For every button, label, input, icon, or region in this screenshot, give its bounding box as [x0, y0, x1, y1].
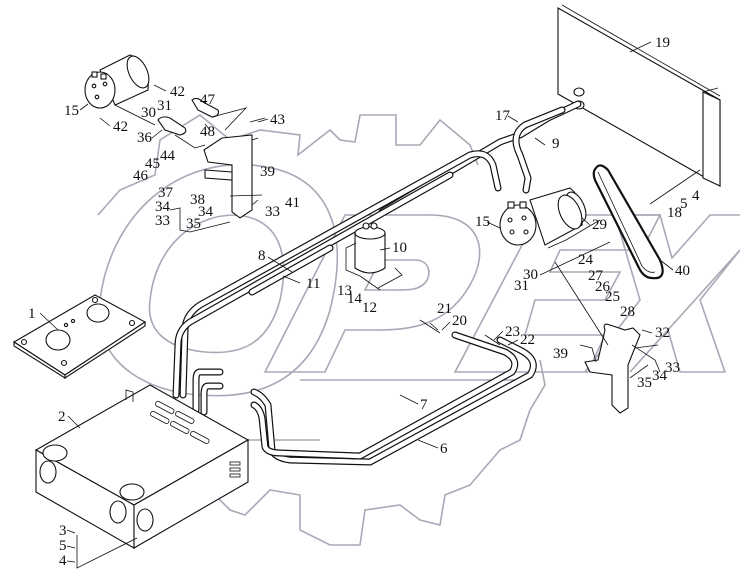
callout-41: 41 [285, 195, 300, 211]
callout-35-upper: 35 [186, 216, 201, 232]
callout-27: 27 [588, 268, 604, 284]
callout-13: 13 [337, 283, 352, 299]
callout-22: 22 [520, 332, 535, 348]
callout-19: 19 [655, 35, 670, 51]
callout-33-c: 33 [665, 360, 680, 376]
callout-25: 25 [605, 289, 620, 305]
callout-10: 10 [392, 240, 407, 256]
callout-33-b: 33 [265, 204, 280, 220]
callout-2: 2 [58, 409, 66, 425]
callout-6: 6 [440, 441, 448, 457]
vent-slots [150, 400, 241, 478]
callout-32: 32 [655, 325, 670, 341]
callout-46: 46 [133, 168, 149, 184]
refrigerant-lines [172, 100, 582, 466]
callout-44: 44 [160, 148, 176, 164]
callout-48: 48 [200, 124, 215, 140]
callout-29: 29 [592, 217, 607, 233]
callout-43: 43 [270, 112, 285, 128]
callout-8: 8 [258, 248, 266, 264]
condenser [557, 4, 721, 187]
callout-42-a: 42 [170, 84, 185, 100]
callout-40: 40 [675, 263, 690, 279]
callout-34-b: 34 [198, 204, 214, 220]
drive-belt [592, 164, 664, 280]
compressor-detail [84, 54, 150, 109]
callout-20: 20 [452, 313, 467, 329]
callout-47: 47 [200, 92, 216, 108]
callout-31-upper: 31 [157, 98, 172, 114]
callout-15-detail: 15 [64, 103, 79, 119]
callout-39-upper: 39 [260, 164, 275, 180]
callout-30-upper: 30 [141, 105, 156, 121]
callout-4-right: 4 [692, 188, 700, 204]
callout-36: 36 [137, 130, 153, 146]
callout-15-main: 15 [475, 214, 490, 230]
mounting-bracket-right [579, 323, 661, 414]
callout-35-lower: 35 [637, 375, 652, 391]
callout-34-c: 34 [652, 368, 668, 384]
callout-30-lower: 30 [523, 267, 538, 283]
callout-31-lower: 31 [514, 278, 529, 294]
watermark-gear [97, 114, 546, 546]
callout-34-a: 34 [155, 199, 171, 215]
callout-5: 5 [59, 538, 67, 554]
callout-12: 12 [362, 300, 377, 316]
leader-lines [76, 169, 701, 569]
callout-23: 23 [505, 324, 520, 340]
callout-26: 26 [595, 279, 611, 295]
heater-evaporator-unit [34, 384, 250, 549]
compressor-main [499, 187, 587, 246]
callout-37: 37 [158, 185, 174, 201]
callout-45: 45 [145, 156, 160, 172]
control-panel [12, 294, 147, 380]
watermark-letter-o [98, 164, 338, 397]
callout-42-b: 42 [113, 119, 128, 135]
callout-18: 18 [667, 205, 682, 221]
callout-28: 28 [620, 304, 635, 320]
callout-38: 38 [190, 192, 205, 208]
callout-33-a: 33 [155, 213, 170, 229]
callout-39-lower: 39 [553, 346, 568, 362]
callout-labels: 1 2 3 5 4 15 42 42 31 30 47 36 48 43 44 … [28, 35, 700, 569]
callout-9: 9 [552, 136, 560, 152]
callout-24: 24 [578, 252, 594, 268]
callout-1: 1 [28, 306, 36, 322]
callout-11: 11 [306, 276, 320, 292]
callout-17: 17 [495, 108, 511, 124]
watermark-letter-p [263, 214, 481, 373]
callout-7: 7 [420, 397, 428, 413]
receiver-drier [345, 222, 386, 277]
callout-14: 14 [347, 291, 363, 307]
label-leaders [39, 41, 674, 563]
bracket-assembly-upper [114, 97, 266, 219]
callout-5-right: 5 [680, 196, 688, 212]
watermark-letter-x [584, 214, 740, 373]
callout-3: 3 [59, 523, 67, 539]
callout-4: 4 [59, 553, 67, 569]
callout-21: 21 [437, 301, 452, 317]
